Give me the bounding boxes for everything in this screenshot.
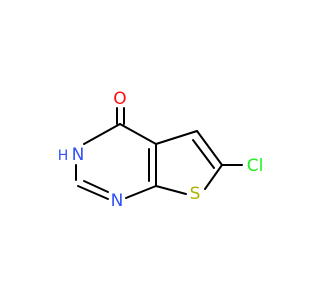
bond-c4a-c4 bbox=[119, 123, 157, 145]
atom-oxygen-label: O bbox=[113, 89, 126, 109]
bond-c5-c6-a bbox=[196, 130, 223, 166]
bond-s-c7a bbox=[155, 185, 187, 195]
atom-nh-hydrogen-label: H bbox=[58, 148, 69, 164]
bond-c4a-c5 bbox=[155, 130, 198, 145]
bonds bbox=[75, 107, 243, 200]
atom-nh-label: N bbox=[72, 145, 85, 165]
atom-chlorine-label: Cl bbox=[247, 156, 264, 176]
bond-n1-c7a bbox=[125, 185, 157, 199]
bond-c4-n3 bbox=[83, 123, 121, 145]
bond-c2-n1-a bbox=[77, 185, 109, 200]
bond-c2-n1-b bbox=[83, 180, 109, 193]
molecule-drawing: O N H N S Cl bbox=[58, 89, 264, 211]
atom-n-label: N bbox=[111, 191, 124, 211]
atom-sulfur-label: S bbox=[190, 184, 201, 204]
structure-canvas: O N H N S Cl bbox=[58, 89, 264, 211]
bond-c6-s bbox=[204, 164, 223, 190]
bond-c5-c6-b bbox=[192, 139, 215, 169]
